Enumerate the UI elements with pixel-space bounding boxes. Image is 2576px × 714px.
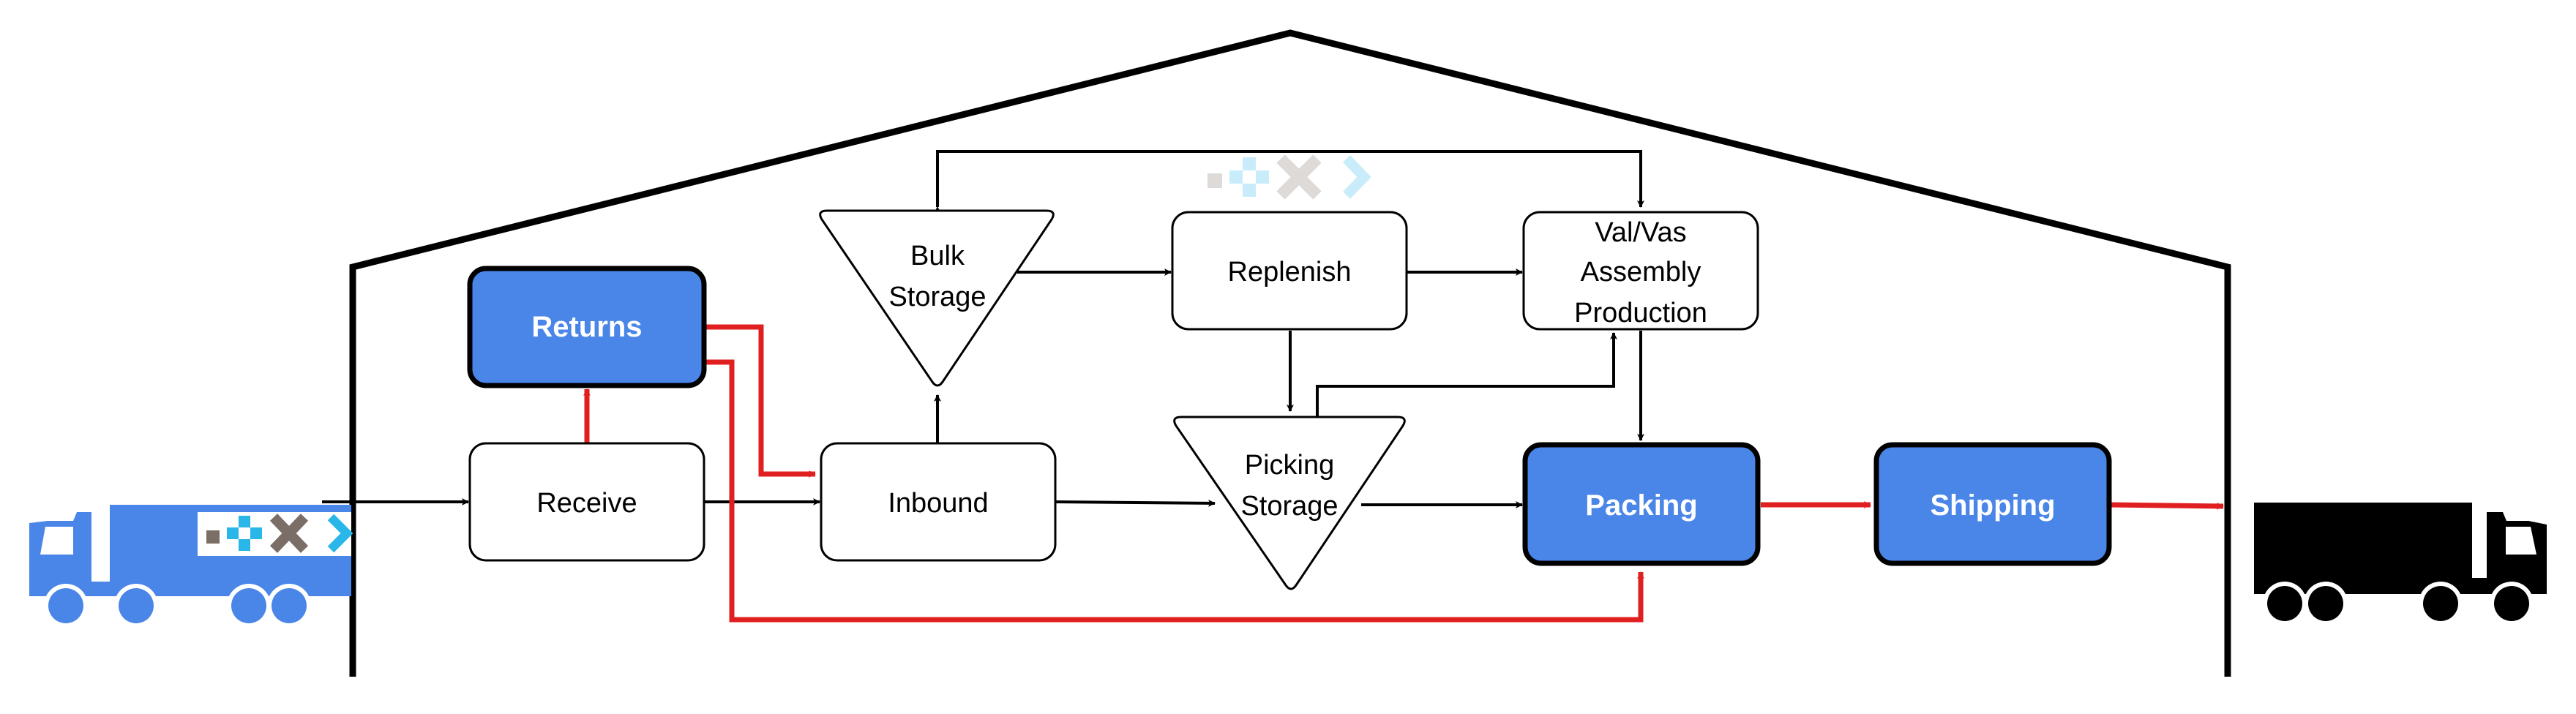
truck-icon xyxy=(2254,503,2547,625)
node-receive-label: Receive xyxy=(536,488,637,519)
node-shipping[interactable]: Shipping xyxy=(1873,442,2112,566)
edge-picking-valvas xyxy=(1314,332,1617,424)
node-shipping-label: Shipping xyxy=(1930,489,2055,522)
connectors-red xyxy=(583,324,2224,623)
node-packing[interactable]: Packing xyxy=(1522,442,1761,566)
node-picking-storage[interactable]: Picking Storage xyxy=(1173,416,1406,590)
node-receive[interactable]: Receive xyxy=(468,442,705,562)
node-bulk-storage-label-1: Bulk xyxy=(910,241,965,271)
warehouse-outline xyxy=(349,29,2231,677)
logo-icon xyxy=(1208,154,1371,200)
edge-returns-inbound xyxy=(704,324,816,478)
node-inbound[interactable]: Inbound xyxy=(820,442,1057,562)
node-val-vas-label-3: Production xyxy=(1574,298,1707,328)
node-returns[interactable]: Returns xyxy=(467,266,707,388)
node-bulk-storage-label-2: Storage xyxy=(888,282,986,312)
edge-returns-packing xyxy=(704,359,1644,623)
node-replenish-label: Replenish xyxy=(1228,257,1352,288)
node-replenish[interactable]: Replenish xyxy=(1171,211,1408,331)
connectors-black xyxy=(322,150,1644,508)
edge-inbound-picking xyxy=(1055,499,1216,507)
node-val-vas-label-1: Val/Vas xyxy=(1595,217,1686,248)
edge-bulk-valvas-loop xyxy=(934,150,1644,214)
node-val-vas[interactable]: Val/Vas Assembly Production xyxy=(1522,211,1759,331)
edge-shipping-truck xyxy=(2108,502,2224,510)
node-inbound-label: Inbound xyxy=(888,488,988,519)
node-returns-label: Returns xyxy=(531,311,642,343)
node-picking-storage-label-2: Storage xyxy=(1240,491,1338,522)
node-val-vas-label-2: Assembly xyxy=(1581,257,1701,288)
logo-icon xyxy=(206,514,353,553)
node-picking-storage-label-1: Picking xyxy=(1245,450,1335,481)
node-bulk-storage[interactable]: Bulk Storage xyxy=(819,209,1055,387)
truck-icon xyxy=(29,505,353,628)
node-packing-label: Packing xyxy=(1585,489,1697,522)
